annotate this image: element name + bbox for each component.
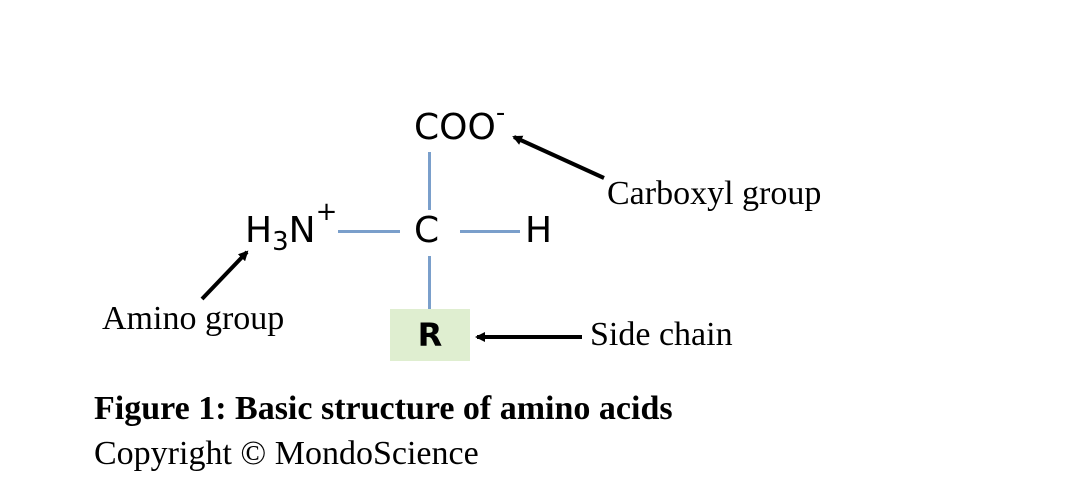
- amino-charge: +: [315, 197, 338, 227]
- amino-hydrogen: H: [245, 210, 273, 251]
- amino-formula: H3N+: [245, 199, 337, 255]
- side-chain-box: R: [390, 309, 470, 361]
- bond-n-c: [338, 230, 400, 233]
- amino-label: Amino group: [102, 300, 285, 337]
- carboxyl-label: Carboxyl group: [607, 175, 822, 212]
- hydrogen-atom: H: [525, 210, 553, 251]
- carboxyl-arrow: [512, 135, 605, 180]
- side-chain-label: Side chain: [590, 316, 733, 353]
- bond-c-h: [460, 230, 520, 233]
- amino-arrow: [200, 250, 249, 301]
- amino-subscript: 3: [272, 227, 289, 257]
- copyright-text: Copyright © MondoScience: [94, 435, 479, 472]
- figure-title: Figure 1: Basic structure of amino acids: [94, 390, 673, 427]
- bond-c-r: [428, 256, 431, 309]
- bond-c-coo: [428, 152, 431, 210]
- carboxyl-charge: -: [495, 98, 506, 128]
- alpha-carbon: C: [414, 210, 440, 251]
- carboxyl-formula: COO-: [414, 100, 505, 148]
- side-chain-symbol: R: [417, 316, 443, 354]
- amino-nitrogen: N: [288, 210, 316, 251]
- carboxyl-base: COO: [414, 107, 496, 148]
